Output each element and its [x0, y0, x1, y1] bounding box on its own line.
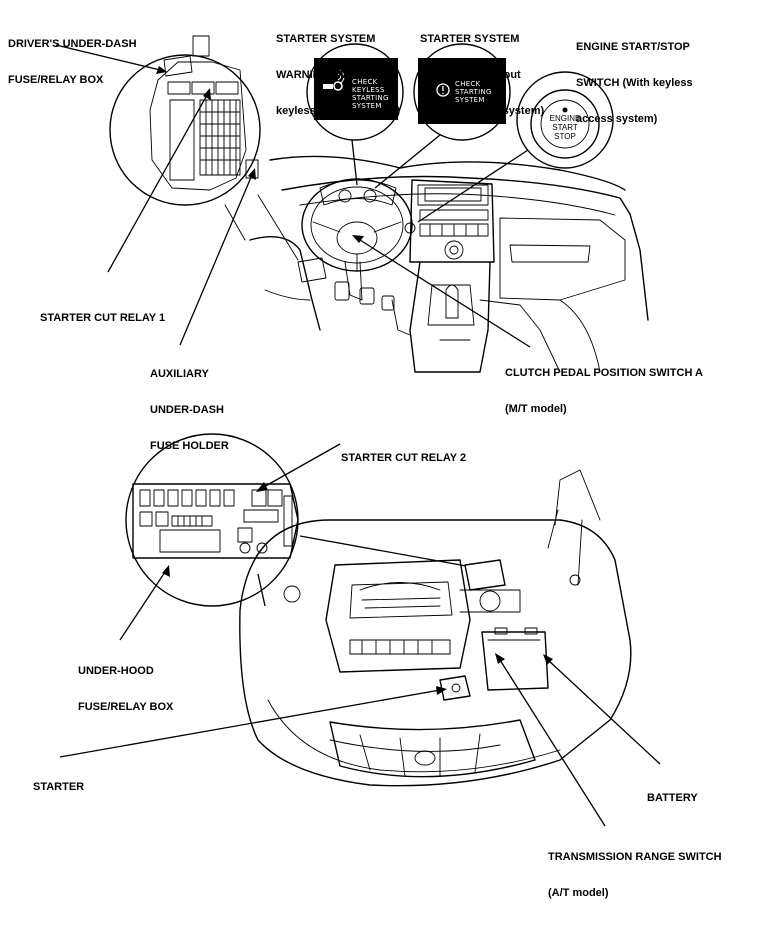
battery-label: BATTERY	[647, 768, 698, 816]
button-line-1: ENGINE	[549, 114, 581, 123]
engine-bay-illustration	[239, 469, 632, 787]
transmission-range-switch-line-1: TRANSMISSION RANGE SWITCH	[548, 851, 722, 863]
starter-warning-no-keyless-line-3: keyless access system)	[420, 105, 545, 117]
engine-start-switch-line-1: ENGINE START/STOP	[576, 41, 690, 53]
keyless-screen-line-4: SYSTEM	[352, 102, 382, 110]
keyless-screen-line-1: CHECK	[352, 78, 378, 86]
starter-warning-keyless-label: STARTER SYSTEM WARNING (With keyless acc…	[276, 9, 400, 129]
no-keyless-screen-line-2: STARTING	[455, 88, 492, 96]
button-line-2: START	[552, 123, 578, 132]
auxiliary-fuse-holder-line-2: UNDER-DASH	[150, 404, 224, 416]
starter-warning-keyless-line-1: STARTER SYSTEM	[276, 33, 376, 45]
keyless-screen-line-3: STARTING	[352, 94, 389, 102]
drivers-fuse-box-label-line-1: DRIVER'S UNDER-DASH	[8, 38, 137, 50]
warning-circle-icon	[436, 83, 450, 97]
keyless-screen-text: CHECK KEYLESS STARTING SYSTEM	[352, 78, 389, 110]
starter-warning-no-keyless-line-1: STARTER SYSTEM	[420, 33, 520, 45]
auxiliary-fuse-holder-line-1: AUXILIARY	[150, 368, 209, 380]
engine-start-switch-line-3: access system)	[576, 113, 658, 125]
starter-warning-no-keyless-label: STARTER SYSTEM WARNING (Without keyless …	[420, 9, 544, 129]
starter-cut-relay-1-label: STARTER CUT RELAY 1	[40, 288, 165, 336]
drivers-fuse-box-label-line-2: FUSE/RELAY BOX	[8, 74, 104, 86]
button-line-3: STOP	[554, 132, 576, 141]
dashboard-illustration	[249, 155, 649, 373]
no-keyless-warning-callout	[374, 43, 511, 189]
under-hood-fuse-box-line-1: UNDER-HOOD	[78, 665, 154, 677]
starter-warning-no-keyless-line-2: WARNING (Without	[420, 69, 521, 81]
no-keyless-screen-text: CHECK STARTING SYSTEM	[455, 80, 492, 104]
engine-start-switch-label: ENGINE START/STOP SWITCH (With keyless a…	[576, 17, 693, 137]
transmission-range-switch-label: TRANSMISSION RANGE SWITCH (A/T model)	[548, 827, 722, 911]
starter-cut-relay-2-label: STARTER CUT RELAY 2	[341, 428, 466, 476]
clutch-switch-label: CLUTCH PEDAL POSITION SWITCH A (M/T mode…	[505, 343, 703, 427]
starter-text: STARTER	[33, 781, 85, 793]
under-hood-fuse-row	[139, 489, 283, 507]
starter-cut-relay-2-text: STARTER CUT RELAY 2	[341, 452, 467, 464]
auxiliary-fuse-holder-line-3: FUSE HOLDER	[150, 440, 229, 452]
battery-text: BATTERY	[647, 792, 698, 804]
engine-start-switch-line-2: SWITCH (With keyless	[576, 77, 693, 89]
under-hood-fuse-box-line-2: FUSE/RELAY BOX	[78, 701, 174, 713]
no-keyless-screen-line-3: SYSTEM	[455, 96, 485, 104]
under-hood-fuse-box-label: UNDER-HOOD FUSE/RELAY BOX	[78, 641, 173, 725]
starter-label: STARTER	[33, 757, 84, 805]
engine-start-button-text: ENGINE START STOP	[541, 114, 589, 141]
starter-cut-relay-1-text: STARTER CUT RELAY 1	[40, 312, 166, 324]
bottom-leader-lines	[59, 443, 661, 827]
clutch-switch-line-1: CLUTCH PEDAL POSITION SWITCH A	[505, 367, 703, 379]
transmission-range-switch-line-2: (A/T model)	[548, 887, 609, 899]
keyless-warning-callout	[306, 43, 404, 186]
key-warning-icon	[323, 69, 345, 91]
drivers-fuse-box-label: DRIVER'S UNDER-DASH FUSE/RELAY BOX	[8, 14, 137, 98]
no-keyless-screen-line-1: CHECK	[455, 80, 481, 88]
starter-warning-keyless-line-3: keyless access system)	[276, 105, 401, 117]
top-leader-lines	[55, 44, 531, 348]
drivers-fuse-box-callout	[109, 35, 299, 261]
auxiliary-fuse-holder-label: AUXILIARY UNDER-DASH FUSE HOLDER	[150, 344, 229, 464]
starter-warning-keyless-line-2: WARNING (With	[276, 69, 360, 81]
keyless-screen-line-2: KEYLESS	[352, 86, 385, 94]
engine-start-switch-callout	[417, 71, 614, 223]
clutch-switch-line-2: (M/T model)	[505, 403, 567, 415]
fuse-grid	[199, 99, 241, 176]
